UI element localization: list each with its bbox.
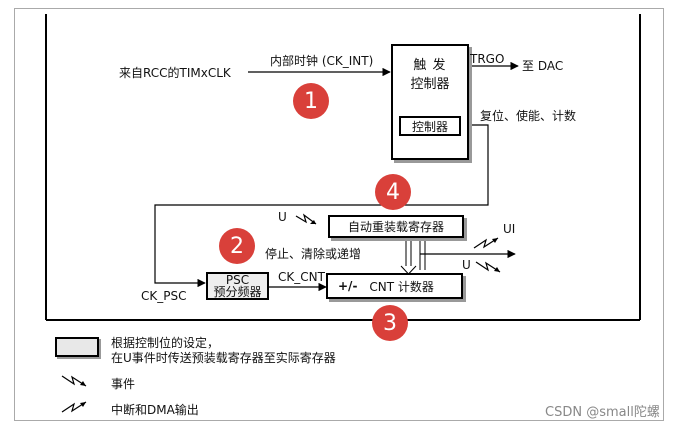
ui-label: UI: [503, 222, 516, 236]
psc-line1: PSC: [225, 273, 250, 287]
marker-3: 3: [372, 305, 408, 341]
source-clock-label: 来自RCC的TIMxCLK: [119, 66, 231, 80]
watermark: CSDN @small陀螺: [545, 405, 660, 420]
legend-line1: 根据控制位的设定，: [111, 336, 220, 350]
counter-sign: +/-: [338, 279, 358, 293]
u-out-label: U: [462, 258, 471, 272]
marker-2: 2: [219, 228, 255, 264]
trgo-label: TRGO: [470, 52, 505, 66]
legend-interrupt-dma-label: 中断和DMA输出: [111, 403, 199, 417]
u-event-label: U: [278, 210, 287, 224]
controller-box: 控制器: [399, 116, 461, 136]
ck-psc-label: CK_PSC: [141, 289, 187, 303]
auto-reload-label: 自动重装载寄存器: [347, 220, 444, 234]
controller-label: 控制器: [411, 119, 448, 134]
cnt-counter-box: +/- CNT 计数器: [326, 273, 463, 299]
trigger-controller-line2: 控制器: [410, 77, 450, 92]
trigger-controller-line1: 触 发: [413, 58, 447, 73]
psc-line2: 预分频器: [213, 285, 262, 299]
legend-event-label: 事件: [111, 377, 136, 391]
marker-4: 4: [375, 174, 411, 210]
image-frame: [14, 8, 664, 421]
reset-enable-count-label: 复位、使能、计数: [480, 109, 577, 123]
ck-cnt-label: CK_CNT: [278, 270, 325, 284]
marker-1: 1: [293, 83, 329, 119]
internal-clock-label: 内部时钟 (CK_INT): [270, 54, 374, 68]
to-dac-label: 至 DAC: [522, 59, 564, 73]
trigger-controller-box: 触 发 控制器: [391, 44, 469, 160]
legend-preload-box: [55, 337, 99, 357]
prescaler-box: PSC 预分频器: [206, 272, 269, 300]
auto-reload-register-box: 自动重装载寄存器: [328, 215, 464, 238]
counter-label: CNT 计数器: [369, 279, 434, 294]
legend-line2: 在U事件时传送预装载寄存器至实际寄存器: [111, 351, 336, 365]
stop-clear-increment-label: 停止、清除或递增: [265, 247, 362, 261]
